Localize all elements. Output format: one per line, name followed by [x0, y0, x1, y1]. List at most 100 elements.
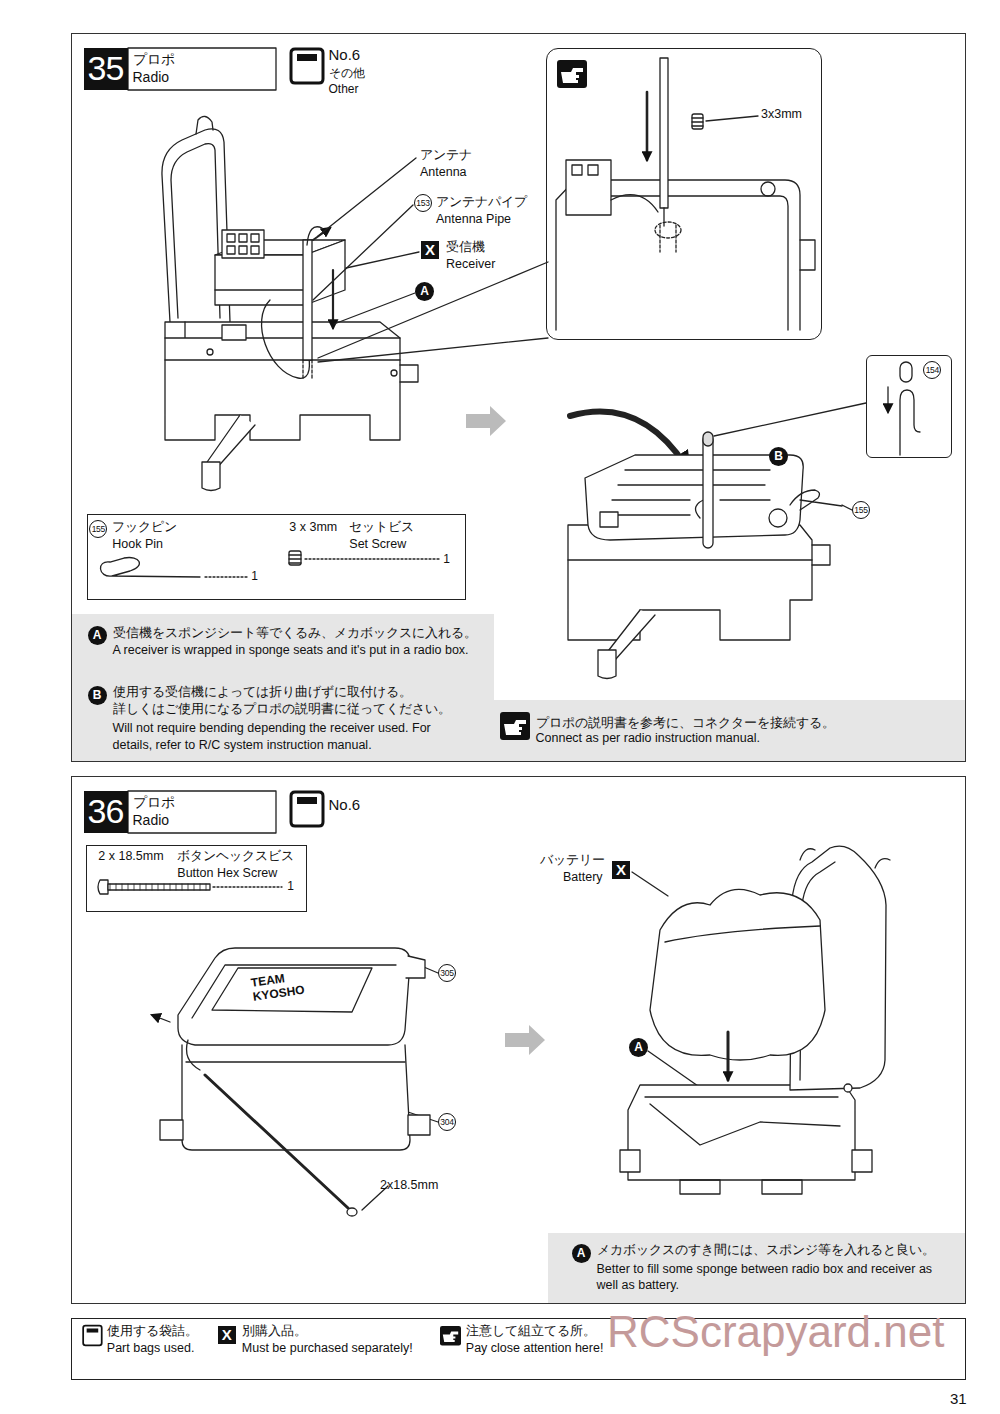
label-text: 1 [287, 879, 294, 893]
callout-number: 304 [438, 1113, 456, 1131]
leader-line [346, 252, 419, 268]
radio-box-drawing [192, 965, 396, 1018]
part-picture [100, 557, 200, 577]
inset-drawing [887, 387, 888, 412]
receiver-drawing [251, 234, 259, 242]
antenna-drawing [303, 240, 312, 360]
inset-drawing [692, 114, 703, 129]
radio-box-drawing [207, 349, 213, 355]
inset-drawing [663, 208, 664, 226]
callout-letter: B [769, 447, 788, 466]
label-text: Radio [133, 69, 170, 86]
antenna-drawing [332, 270, 334, 328]
radio-box-drawing [628, 1085, 855, 1180]
step-panel: 35プロポRadioNo.6その他Other155フックピンHook Pin13… [71, 33, 966, 762]
label-text: バッテリー [540, 853, 605, 868]
leader-line [318, 262, 548, 358]
inset-drawing [900, 362, 912, 382]
receiver-drawing [215, 289, 305, 290]
radio-box-drawing [196, 116, 213, 134]
label-text: アンテナ [420, 148, 472, 163]
callout-number: 154 [923, 361, 941, 379]
callout-number: 155 [89, 520, 107, 538]
callout-number: 155 [852, 501, 870, 519]
radio-box-drawing [812, 545, 830, 565]
step-arrow [505, 1025, 545, 1055]
label-text: Battery [563, 870, 603, 885]
note-ground [548, 1233, 965, 1303]
label-text: 使用する受信機によっては折り曲げずに取付ける。 詳しくはご使用になるプロポの説明… [113, 684, 448, 718]
bag-icon [83, 1326, 102, 1346]
label-text: 2 x 18.5mm [98, 849, 163, 864]
step-title-box [128, 791, 276, 833]
leader-line [706, 116, 758, 121]
radio-box-drawing [162, 116, 418, 490]
label-text: A receiver is wrapped in sponge seats an… [113, 643, 469, 658]
callout-number: 305 [438, 964, 456, 982]
label-text: Radio [133, 812, 170, 829]
radio-box-drawing [400, 365, 418, 382]
radio-box-drawing [165, 322, 400, 440]
battery-drawing [727, 1032, 730, 1080]
part-picture [205, 576, 248, 577]
label-text: 別購入品。 [242, 1324, 307, 1339]
watermark: RCScrapyard.net [607, 1306, 944, 1359]
radio-box-drawing [762, 1180, 802, 1194]
radio-box-drawing [187, 1040, 201, 1070]
radio-box-drawing [703, 435, 713, 548]
purchase-icon: X [612, 861, 630, 879]
label-text: プロポの説明書を参考に、コネクターを接続する。 [536, 716, 835, 731]
radio-box-drawing [347, 1208, 357, 1216]
inset-drawing [888, 362, 920, 455]
parts-bag-tag: No.6その他Other [326, 44, 398, 102]
part-picture [108, 884, 210, 890]
antenna-drawing [262, 300, 310, 378]
radio-box-drawing [703, 432, 713, 446]
part-picture [289, 555, 301, 563]
callout-letter: A [572, 1244, 591, 1263]
label-text: Will not require bending depending the r… [113, 720, 448, 754]
note-box: A 受信機をスポンジシート等でくるみ、メカボックスに入れる。 A receiver … [72, 614, 494, 761]
part-picture [110, 884, 206, 890]
label-text: Receiver [446, 257, 495, 272]
label-text: 受信機をスポンジシート等でくるみ、メカボックスに入れる。 [113, 626, 477, 641]
note-box: Aメカボックスのすき間には、スポンジ等を入れると良い。Better to fil… [548, 1233, 965, 1303]
receiver-drawing [239, 234, 247, 242]
attention-icon [500, 712, 530, 740]
label-text: Connect as per radio instruction manual. [536, 731, 760, 746]
inset-drawing [588, 165, 598, 175]
purchase-icon: X [218, 1326, 236, 1344]
label-text: Hook Pin [112, 537, 163, 552]
radio-box-drawing [769, 509, 787, 527]
label-text: Antenna [420, 165, 467, 180]
attention-note: プロポの説明書を参考に、コネクターを接続する。Connect as per ra… [494, 700, 965, 761]
label-text: プロポ [133, 51, 175, 68]
radio-box-drawing [171, 144, 220, 318]
label-text: Other [329, 82, 359, 96]
radio-box-drawing [222, 325, 246, 340]
leader-line [334, 293, 415, 324]
note-ground [494, 700, 965, 761]
callout-letter: A [629, 1038, 648, 1057]
inset-drawing [761, 182, 775, 196]
leader-line [632, 872, 668, 896]
receiver-drawing [215, 230, 345, 305]
radio-box-drawing [620, 1150, 640, 1172]
detail-inset: 3x3mm [546, 48, 822, 340]
callout-letter: A [88, 626, 107, 645]
receiver-drawing [227, 246, 235, 254]
radio-box-drawing [165, 322, 400, 360]
receiver-drawing [222, 230, 264, 258]
part-picture [305, 558, 440, 559]
receiver-drawing [215, 255, 305, 305]
note-ground [72, 614, 965, 1303]
step-title-box [128, 48, 276, 90]
radio-box-drawing [568, 559, 812, 560]
inset-drawing [800, 240, 815, 270]
note-ground [72, 614, 494, 761]
parts-bag-tag: No.6 [326, 790, 386, 820]
battery-drawing [650, 889, 825, 1080]
radio-box-drawing [600, 512, 618, 527]
leader-line [842, 505, 852, 510]
step-number: 36 [84, 791, 128, 833]
